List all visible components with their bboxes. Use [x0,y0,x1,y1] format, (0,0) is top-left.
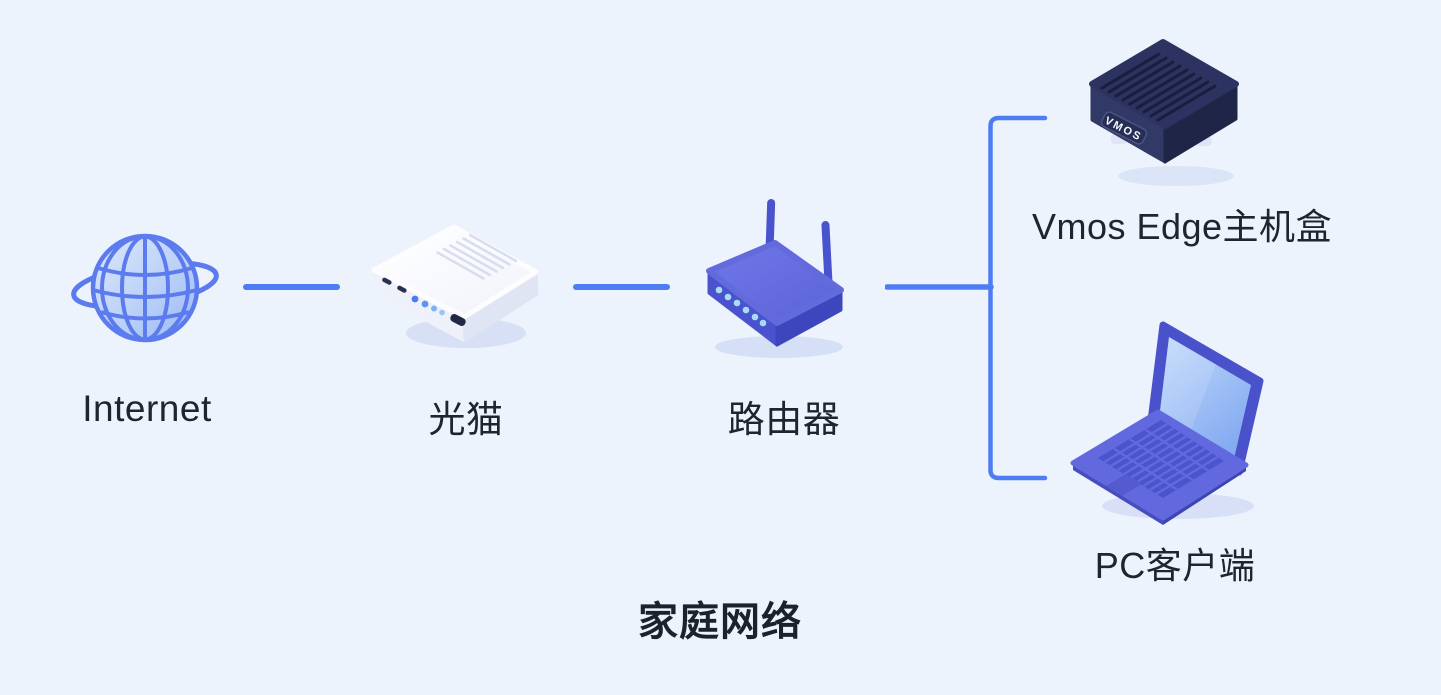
laptop-deck [1070,409,1249,525]
node-label-router: 路由器 [727,399,841,440]
modem-icon [371,224,539,348]
vmos-vents [1100,52,1217,122]
laptop-keyboard [1098,420,1224,498]
node-label-vmos-box: Vmos Edge主机盒 [1031,206,1333,247]
laptop-touchpad [1106,474,1142,496]
branch-bracket [885,115,1048,481]
branch-line [988,115,1048,481]
edge-modem-router [573,284,670,290]
modem-vents [436,233,518,280]
node-label-modem: 光猫 [428,399,504,440]
globe-icon [71,233,219,343]
router-icon [706,199,844,358]
vmos-shadow [1118,166,1234,186]
modem-leds [382,277,466,327]
node-label-pc-client: PC客户端 [1094,545,1256,586]
vmos-box-icon: VMOS [1089,39,1239,186]
globe-grid [92,234,198,342]
edge-internet-modem [243,284,340,290]
diagram-title: 家庭网络 [638,600,802,644]
laptop-icon [1070,321,1264,525]
router-leds [715,286,767,327]
node-label-internet: Internet [82,388,212,429]
router-shadow [715,336,843,358]
